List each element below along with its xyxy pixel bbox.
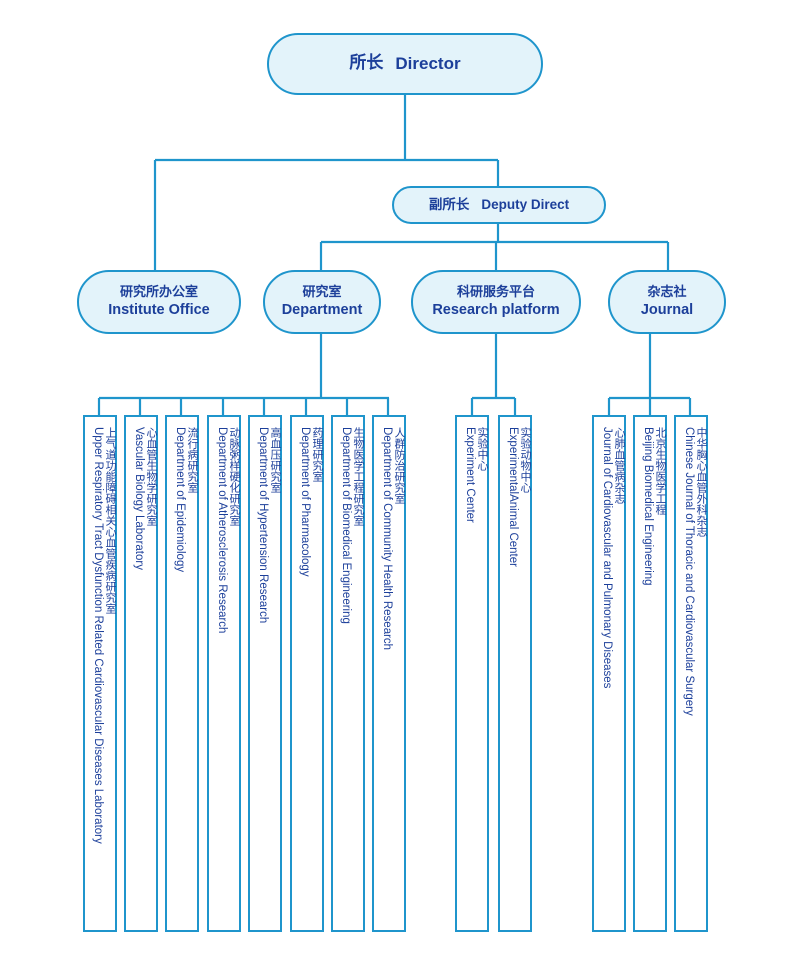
institute-office-box: 研究所办公室 Institute Office xyxy=(77,270,241,334)
unit-cn-label: 动脉粥样硬化研究室 xyxy=(228,427,241,526)
unit-en-label: Department of Epidemiology xyxy=(174,427,186,573)
unit-cn-label: 实验中心 xyxy=(476,427,489,471)
unit-cn-label: 药理研究室 xyxy=(311,427,324,482)
branch-en-label: Journal xyxy=(640,302,694,319)
unit-cn-label: 上气道功能障碍相关心血管疾病研究室 xyxy=(104,427,117,614)
director-box: 所长 Director xyxy=(267,33,543,95)
unit-en-label: Department of Community Health Research xyxy=(381,427,393,651)
unit-en-label: ExperimentalAnimal Center xyxy=(507,427,519,567)
unit-en-label: Department of Atherosclerosis Research xyxy=(216,427,228,634)
unit-en-label: Department of Pharmacology xyxy=(299,427,311,577)
unit-en-label: Upper Respiratory Tract Dysfunction Rela… xyxy=(92,427,104,844)
deputy-cn-label: 副所长 xyxy=(428,196,470,213)
deputy-director-box: 副所长 Deputy Direct xyxy=(392,186,606,224)
deputy-en-label: Deputy Direct xyxy=(481,196,570,212)
director-en-label: Director xyxy=(395,54,461,74)
branch-cn-label: 科研服务平台 xyxy=(456,284,535,300)
unit-cn-label: 北京生物医学工程 xyxy=(654,427,667,515)
branch-en-label: Institute Office xyxy=(108,302,210,319)
unit-en-label: Chinese Journal of Thoracic and Cardiova… xyxy=(683,427,695,716)
unit-en-label: Department of Biomedical Engineering xyxy=(340,427,352,624)
unit-cn-label: 流行病研究室 xyxy=(186,427,199,493)
unit-en-label: Journal of Cardiovascular and Pulmonary … xyxy=(601,427,613,689)
unit-cn-label: 中华胸心血管外科杂志 xyxy=(695,427,708,537)
branch-cn-label: 杂志社 xyxy=(647,284,687,300)
unit-cn-label: 心肺血管病杂志 xyxy=(613,427,626,504)
research-platform-box: 科研服务平台 Research platform xyxy=(411,270,581,334)
department-box: 研究室 Department xyxy=(263,270,381,334)
unit-cn-label: 人群防治研究室 xyxy=(393,427,406,504)
unit-en-label: Beijing Biomedical Engineering xyxy=(642,427,654,586)
branch-en-label: Department xyxy=(281,302,363,319)
unit-en-label: Department of Hypertension Research xyxy=(257,427,269,624)
unit-cn-label: 高血压研究室 xyxy=(269,427,282,493)
director-cn-label: 所长 xyxy=(349,53,384,74)
branch-cn-label: 研究室 xyxy=(302,284,342,300)
unit-en-label: Experiment Center xyxy=(464,427,476,523)
unit-cn-label: 生物医学工程研究室 xyxy=(352,427,365,526)
journal-box: 杂志社 Journal xyxy=(608,270,726,334)
unit-cn-label: 实验动物中心 xyxy=(519,427,532,493)
branch-cn-label: 研究所办公室 xyxy=(119,284,198,300)
unit-cn-label: 心血管生物学研究室 xyxy=(145,427,158,526)
unit-en-label: Vascular Biology Laboratory xyxy=(133,427,145,570)
branch-en-label: Research platform xyxy=(432,302,560,319)
